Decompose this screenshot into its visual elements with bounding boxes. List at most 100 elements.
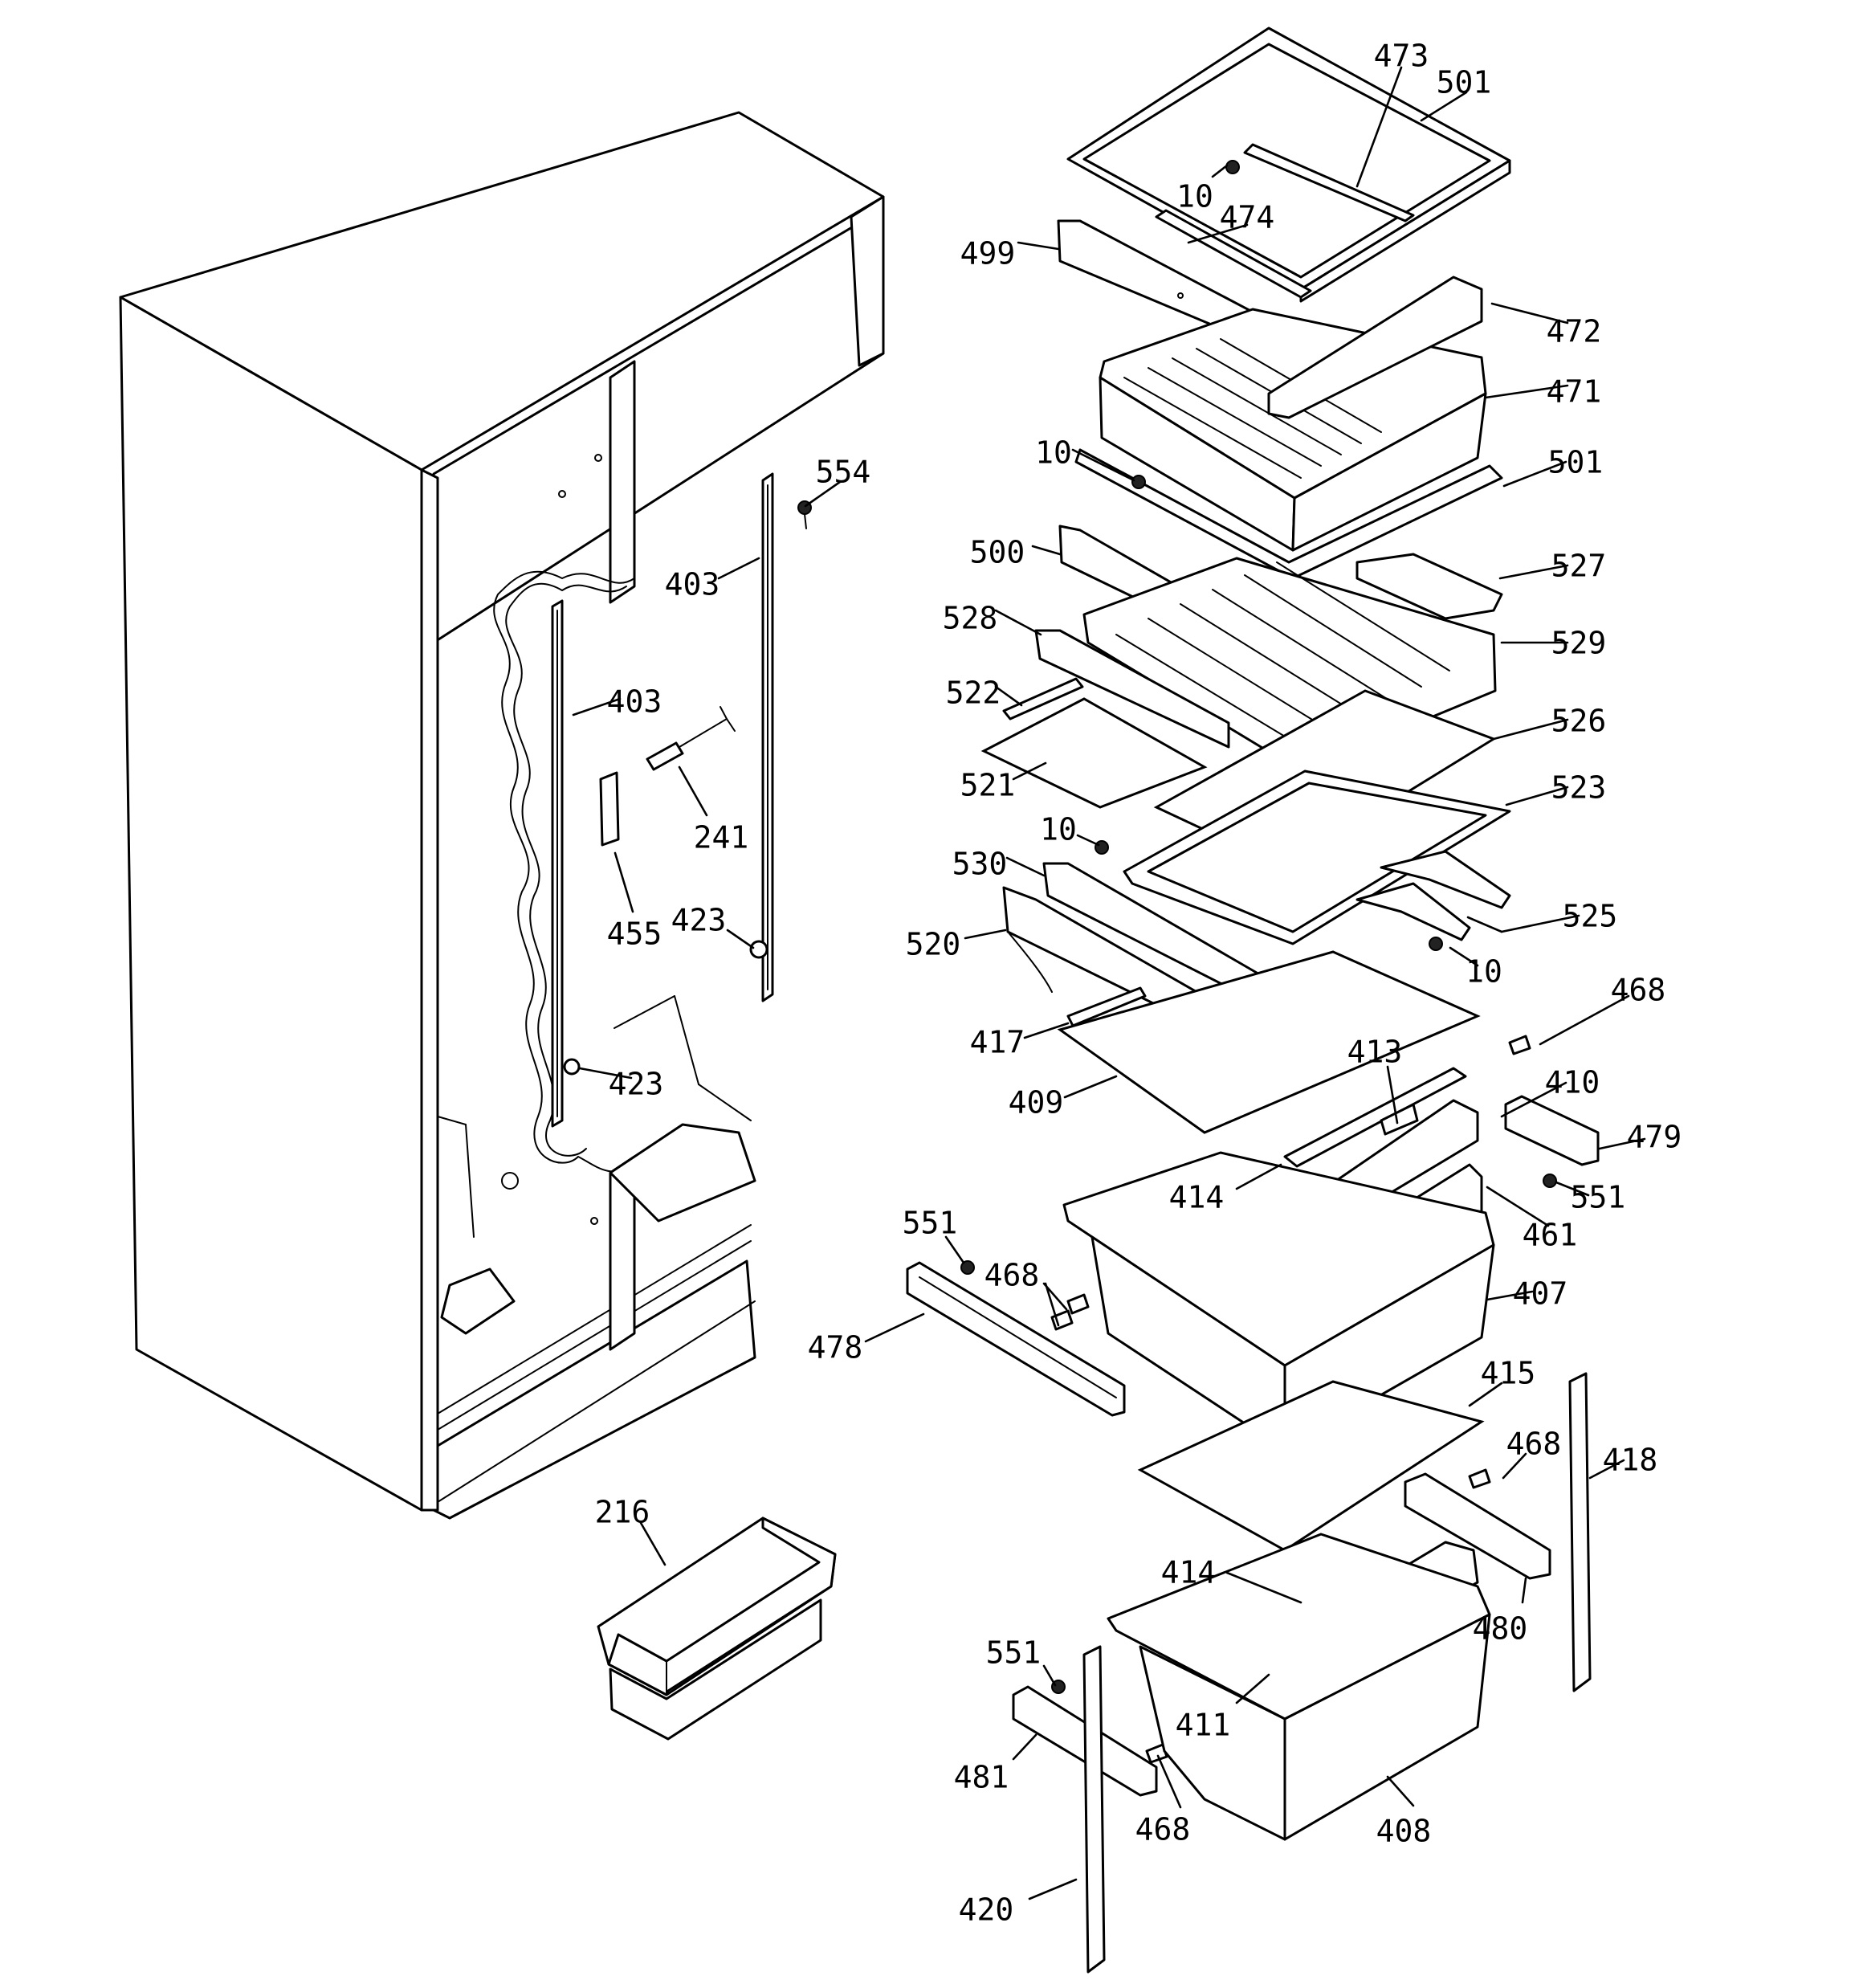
callout-409: 409 — [1009, 1075, 1118, 1121]
leader-line — [1156, 1754, 1182, 1809]
glass-415 — [1137, 1380, 1485, 1552]
callout-number: 414 — [1161, 1555, 1217, 1590]
leader-line — [1012, 761, 1047, 781]
callout-number: 410 — [1545, 1065, 1600, 1100]
leader-line — [1466, 916, 1503, 933]
callout-501: 501 — [1420, 65, 1491, 122]
leader-line — [1505, 786, 1569, 806]
leader-line — [1042, 1664, 1057, 1687]
callout-468: 468 — [1502, 1427, 1561, 1480]
leader-line — [804, 480, 842, 508]
callout-number: 10 — [1176, 179, 1213, 214]
slide-480 — [1404, 1472, 1551, 1580]
callout-number: 527 — [1551, 549, 1607, 584]
leader-line — [1012, 1733, 1037, 1761]
leader-line — [1486, 1186, 1550, 1227]
callout-number: 474 — [1220, 200, 1275, 235]
leader-line — [726, 929, 755, 949]
callout-529: 529 — [1500, 626, 1606, 661]
callout-number: 420 — [959, 1892, 1014, 1928]
pan-handle-472 — [1267, 276, 1483, 419]
trim-420 — [1082, 1645, 1106, 1974]
callout-number: 10 — [1040, 812, 1077, 847]
callout-473: 473 — [1355, 39, 1429, 188]
bracket-528 — [1034, 629, 1230, 749]
callout-number: 473 — [1374, 39, 1429, 74]
callout-522: 522 — [946, 676, 1023, 711]
callout-468: 468 — [1539, 973, 1666, 1046]
crisper-pan-408 — [1107, 1533, 1491, 1841]
callout-461: 461 — [1486, 1186, 1577, 1253]
leader-line — [578, 1067, 633, 1080]
callout-527: 527 — [1498, 549, 1607, 584]
callout-number: 408 — [1376, 1814, 1432, 1849]
callout-420: 420 — [959, 1878, 1078, 1928]
callout-403: 403 — [572, 684, 662, 720]
leader-line — [1498, 564, 1569, 580]
leader-line — [1386, 1065, 1399, 1125]
rail-527 — [1355, 553, 1503, 620]
callout-526: 526 — [1492, 704, 1606, 741]
screw-551-left — [960, 1260, 975, 1275]
callout-423: 423 — [671, 903, 755, 949]
callout-number: 551 — [903, 1206, 958, 1241]
callout-417: 417 — [970, 1022, 1070, 1060]
callout-number: 468 — [1611, 973, 1666, 1008]
callout-10: 10 — [1176, 164, 1229, 214]
leader-line — [1044, 1282, 1060, 1327]
leader-line — [1211, 164, 1229, 178]
callout-423: 423 — [578, 1067, 663, 1102]
callout-number: 472 — [1547, 314, 1602, 349]
callout-520: 520 — [906, 927, 1007, 962]
callout-number: 479 — [1627, 1120, 1682, 1155]
callout-number: 530 — [952, 847, 1008, 882]
callout-415: 415 — [1468, 1356, 1536, 1407]
callout-number: 411 — [1176, 1708, 1231, 1743]
leader-line — [1500, 914, 1580, 933]
pin-423 — [563, 940, 768, 1076]
leader-line — [1486, 1290, 1534, 1301]
door-bin-216 — [597, 1517, 837, 1741]
callout-number: 417 — [970, 1025, 1025, 1060]
screw-554 — [797, 500, 812, 529]
callout-216: 216 — [595, 1495, 667, 1566]
leader-line — [1017, 241, 1060, 251]
leader-line — [1235, 1163, 1282, 1190]
callout-414: 414 — [1161, 1555, 1302, 1604]
pan-cover-473 — [1155, 143, 1415, 299]
leader-line — [1484, 384, 1569, 399]
screw-10-top — [1225, 160, 1240, 174]
callout-number: 500 — [970, 535, 1025, 570]
leader-line — [678, 765, 708, 817]
clip-468 — [1050, 1035, 1531, 1764]
leader-line — [994, 685, 1023, 707]
leader-line — [1468, 1382, 1503, 1407]
callout-number: 10 — [1466, 954, 1502, 990]
callout-number: 413 — [1347, 1035, 1403, 1070]
callout-418: 418 — [1588, 1443, 1657, 1480]
callout-number: 415 — [1481, 1356, 1536, 1391]
callout-number: 478 — [808, 1330, 863, 1365]
slide-478 — [906, 1261, 1126, 1417]
rod-417 — [1066, 986, 1147, 1027]
callout-468: 468 — [1135, 1754, 1190, 1847]
callout-number: 525 — [1563, 899, 1618, 934]
callout-number: 414 — [1169, 1180, 1225, 1215]
callout-number: 520 — [906, 927, 961, 962]
callout-455: 455 — [607, 851, 662, 952]
callout-554: 554 — [804, 455, 870, 508]
leader-line — [994, 609, 1042, 636]
leader-line — [639, 1521, 667, 1566]
callout-551: 551 — [1555, 1180, 1625, 1215]
callout-number: 521 — [960, 768, 1016, 803]
glass-409 — [1057, 950, 1481, 1134]
leader-line — [964, 929, 1007, 940]
shelf-rail-403-right — [761, 472, 774, 1002]
callout-403: 403 — [665, 557, 760, 602]
callout-530: 530 — [952, 847, 1046, 882]
callout-521: 521 — [960, 761, 1047, 803]
callout-407: 407 — [1486, 1276, 1567, 1312]
leader-line — [1355, 66, 1403, 188]
